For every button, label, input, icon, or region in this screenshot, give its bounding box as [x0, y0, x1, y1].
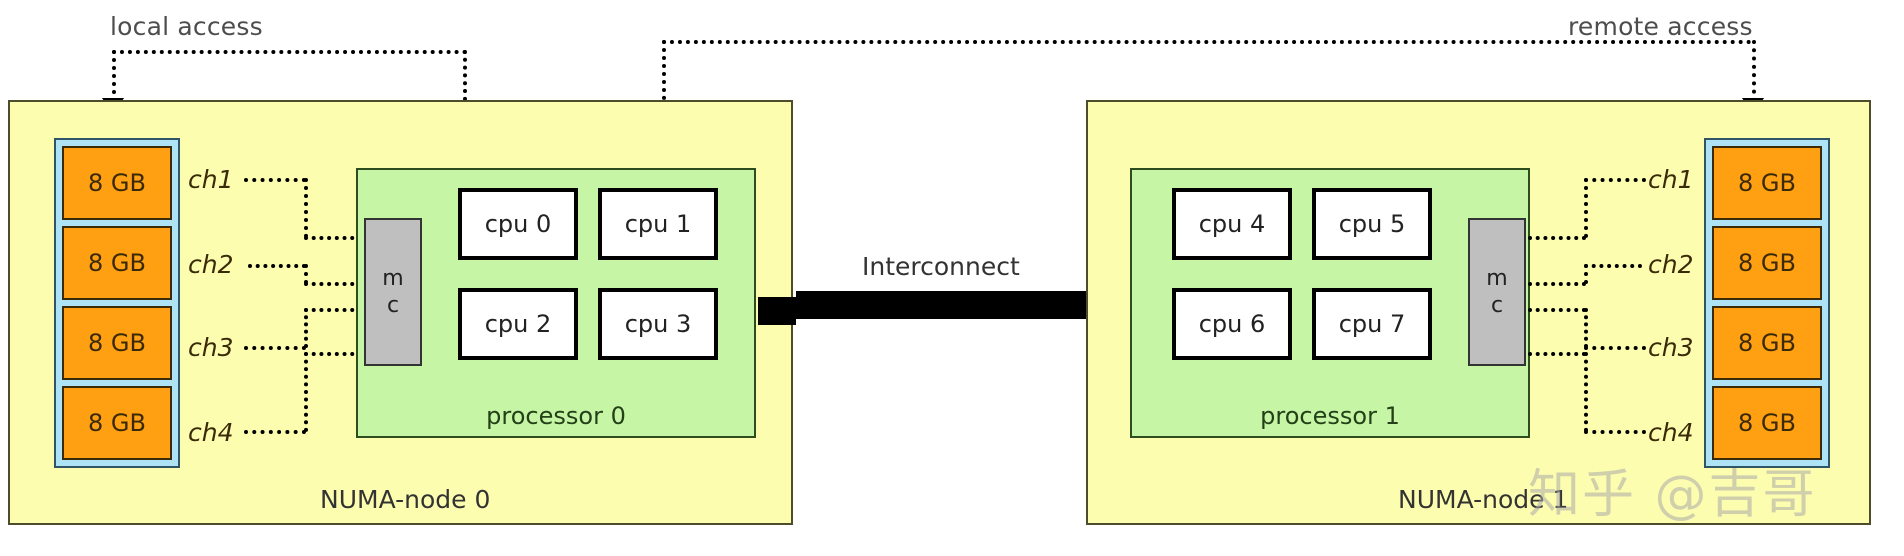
memory-module: 8 GB: [62, 146, 172, 220]
channel-route-ch3-seg1: [244, 346, 306, 350]
cpu-box-6: cpu 6: [1172, 288, 1292, 360]
channel-route-ch4-seg2: [304, 352, 308, 432]
channel-route-ch1-seg1: [244, 178, 306, 182]
channel-route-ch3-seg1-node1: [1584, 346, 1646, 350]
channel-route-ch4-seg2-node1: [1584, 352, 1588, 432]
channel-route-ch2-seg3-node1: [1528, 282, 1586, 286]
channel-route-ch4-seg3: [304, 352, 362, 356]
channel-route-ch3-seg2-node1: [1584, 308, 1588, 348]
channel-route-ch3-seg3: [304, 308, 362, 312]
channel-route-ch2-seg2: [304, 264, 308, 284]
channel-route-ch2-seg1: [248, 264, 306, 268]
channel-route-ch4-seg1: [244, 430, 306, 434]
memory-bank-node-0: 8 GB 8 GB 8 GB 8 GB: [54, 138, 180, 468]
memory-bank-node-1: 8 GB 8 GB 8 GB 8 GB: [1704, 138, 1830, 468]
channel-route-ch1-seg3: [304, 236, 362, 240]
cpu-box-7: cpu 7: [1312, 288, 1432, 360]
mc-label-line-1: m: [1486, 265, 1508, 291]
mc-label-line-2: c: [1490, 293, 1504, 318]
local-access-connector-vertical-processor: [463, 50, 467, 140]
local-access-connector-vertical-left: [112, 50, 116, 102]
memory-module: 8 GB: [1712, 306, 1822, 380]
memory-module: 8 GB: [1712, 226, 1822, 300]
channel-label-ch2-node-1: ch2: [1648, 250, 1694, 279]
numa-node-1-label: NUMA-node 1: [1398, 485, 1569, 514]
processor-0: m c cpu 0 cpu 1 cpu 2 cpu 3 processor 0: [356, 168, 756, 438]
mc-label-line-1: m: [382, 265, 404, 291]
interconnect-stub-left: [758, 297, 796, 325]
cpu-box-5: cpu 5: [1312, 188, 1432, 260]
local-access-label: local access: [110, 12, 263, 41]
memory-module: 8 GB: [62, 386, 172, 460]
cpu-box-4: cpu 4: [1172, 188, 1292, 260]
numa-node-0-label: NUMA-node 0: [320, 485, 491, 514]
interconnect-bar: [796, 291, 1126, 319]
channel-route-ch2-seg1-node1: [1584, 264, 1642, 268]
channel-route-ch4-seg1-node1: [1584, 430, 1646, 434]
interconnect-label: Interconnect: [862, 252, 1020, 281]
channel-label-ch1-node-1: ch1: [1648, 165, 1694, 194]
remote-access-connector-horizontal: [662, 40, 1752, 44]
channel-route-ch1-seg3-node1: [1528, 236, 1586, 240]
channel-route-ch1-seg2: [304, 178, 308, 238]
mc-label-line-2: c: [386, 293, 400, 318]
channel-route-ch4-seg3-node1: [1528, 352, 1586, 356]
channel-route-ch2-seg3: [304, 282, 362, 286]
channel-label-ch2-node-0: ch2: [188, 250, 234, 279]
memory-module: 8 GB: [62, 226, 172, 300]
cpu-box-2: cpu 2: [458, 288, 578, 360]
channel-label-ch4-node-1: ch4: [1648, 418, 1694, 447]
memory-controller-node-1: m c: [1468, 218, 1526, 366]
remote-access-label: remote access: [1568, 12, 1753, 41]
memory-module: 8 GB: [1712, 146, 1822, 220]
cpu-box-0: cpu 0: [458, 188, 578, 260]
channel-route-ch1-seg2-node1: [1584, 178, 1588, 238]
channel-label-ch1-node-0: ch1: [188, 165, 234, 194]
channel-label-ch4-node-0: ch4: [188, 418, 234, 447]
remote-access-connector-vertical: [1752, 40, 1756, 102]
channel-label-ch3-node-1: ch3: [1648, 333, 1694, 362]
channel-route-ch1-seg1-node1: [1584, 178, 1646, 182]
processor-1-label: processor 1: [1260, 402, 1400, 430]
processor-drop-connector: [662, 40, 666, 140]
cpu-box-1: cpu 1: [598, 188, 718, 260]
cpu-box-3: cpu 3: [598, 288, 718, 360]
channel-route-ch3-seg2: [304, 308, 308, 348]
processor-1: cpu 4 cpu 5 cpu 6 cpu 7 m c processor 1: [1130, 168, 1530, 438]
memory-module: 8 GB: [1712, 386, 1822, 460]
processor-0-label: processor 0: [486, 402, 626, 430]
local-access-connector-horizontal: [112, 50, 467, 54]
memory-controller-node-0: m c: [364, 218, 422, 366]
channel-label-ch3-node-0: ch3: [188, 333, 234, 362]
channel-route-ch2-seg2-node1: [1584, 264, 1588, 284]
channel-route-ch3-seg3-node1: [1528, 308, 1586, 312]
memory-module: 8 GB: [62, 306, 172, 380]
